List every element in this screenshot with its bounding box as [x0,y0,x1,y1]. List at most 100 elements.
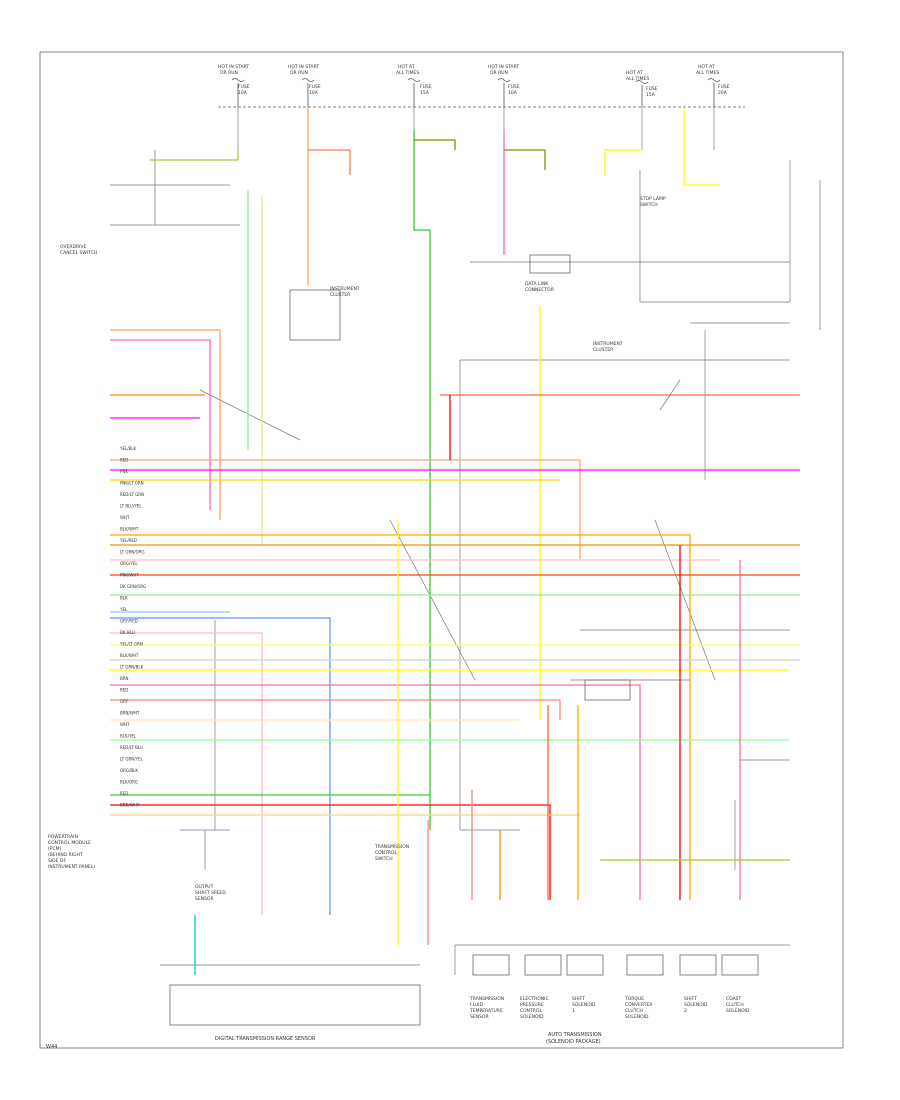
pcm-pin-label: PNK/WHT [120,573,139,578]
svg-text:10A: 10A [238,90,248,96]
svg-text:HOT AT: HOT AT [398,64,415,70]
solenoid-epc: ELECTRONIC PRESSURE CONTROL SOLENOID [520,996,549,1020]
svg-text:SIDE OF: SIDE OF [48,858,66,864]
pcm-pin-label: LT GRN/BLK [120,665,144,670]
pcm-pin-label: BRN/WHT [120,711,140,716]
solenoid-ss2: SHIFT SOLENOID 2 [684,996,708,1014]
pcm-pin-label: DK BLU [120,630,135,635]
svg-text:15A: 15A [646,92,656,98]
pcm-pin-label: DK GRN/ORG [120,584,146,589]
fuse-labels: HOT IN START OR RUN FUSE 10A HOT IN STAR… [218,64,730,98]
overdrive-switch-label: OVERDRIVE CANCEL SWITCH [60,244,97,256]
svg-text:CONTROL MODULE: CONTROL MODULE [48,840,91,846]
pcm-pin-label: WHT [120,515,130,520]
fuse-f1: HOT IN START OR RUN FUSE 10A [218,64,250,96]
svg-text:COAST: COAST [726,996,742,1002]
svg-text:POWERTRAIN: POWERTRAIN [48,834,78,840]
pcm-pin-label: RED/LT GRN [120,492,144,497]
svg-text:SWITCH: SWITCH [375,856,393,862]
pcm-pin-label: LT GRN/ORG [120,550,145,555]
pcm-pin-label: YEL [119,607,128,612]
fuse-f2: HOT IN START OR RUN FUSE 10A [288,64,321,96]
colored-wires [110,107,800,975]
svg-text:OR RUN: OR RUN [220,70,238,76]
svg-text:1: 1 [572,1008,575,1014]
svg-text:15A: 15A [420,90,430,96]
svg-text:SOLENOID: SOLENOID [572,1002,596,1008]
svg-text:OR RUN: OR RUN [490,70,508,76]
pcm-pin-label: LT BLU/YEL [120,504,142,509]
svg-text:OVERDRIVE: OVERDRIVE [60,244,87,250]
svg-text:HOT AT: HOT AT [698,64,715,70]
pcm-pin-label: YEL/LT GRN [119,642,143,647]
pcm-pin-label: WHT [120,722,130,727]
svg-text:FUSE: FUSE [420,84,432,90]
svg-text:10A: 10A [508,90,518,96]
svg-text:FLUID: FLUID [470,1002,483,1008]
svg-text:TEMPERATURE: TEMPERATURE [469,1008,503,1014]
svg-text:20A: 20A [718,90,728,96]
svg-text:CLUTCH: CLUTCH [726,1002,744,1008]
pcm-pin-label: ORG/YEL [120,561,138,566]
pcm-pin-label: BRN/WHT [120,803,140,808]
svg-text:ALL TIMES: ALL TIMES [396,70,419,76]
footer-code: W44 [46,1044,57,1050]
svg-text:ELECTRONIC: ELECTRONIC [520,996,549,1002]
svg-text:HOT AT: HOT AT [626,70,643,76]
pcm-pin-label: YEL/RED [119,538,137,543]
svg-text:INSTRUMENT: INSTRUMENT [593,341,623,347]
svg-text:CLUTCH: CLUTCH [625,1008,643,1014]
svg-text:SWITCH: SWITCH [640,202,658,208]
solenoid-ss1: SHIFT SOLENOID 1 [572,996,596,1014]
pcm-pin-label: PNK/LT GRN [120,481,144,486]
svg-text:CONNECTOR: CONNECTOR [525,287,554,293]
svg-text:INSTRUMENT: INSTRUMENT [330,286,360,292]
svg-text:SOLENOID: SOLENOID [726,1008,750,1014]
svg-text:HOT IN START: HOT IN START [288,64,319,70]
svg-text:FUSE: FUSE [238,84,250,90]
svg-text:SHIFT: SHIFT [684,996,697,1002]
pcm-pin-label: GRY/RED [120,619,138,624]
pcm-pin-label: BLK/YEL [120,734,137,739]
fuse-f3: HOT AT ALL TIMES FUSE 15A [396,64,432,96]
speed-sensor-label: OUTPUT SHAFT SPEED SENSOR [195,884,226,902]
svg-text:SENSOR: SENSOR [470,1014,489,1020]
pcm-label: POWERTRAIN CONTROL MODULE (PCM) (BEHIND … [48,834,95,870]
svg-text:OUTPUT: OUTPUT [195,884,214,890]
svg-text:CLUSTER: CLUSTER [593,347,613,353]
svg-text:SENSOR: SENSOR [195,896,214,902]
svg-text:SOLENOID: SOLENOID [625,1014,649,1020]
svg-text:STOP LAMP: STOP LAMP [640,196,666,202]
fuse-f5: HOT AT ALL TIMES FUSE 15A [626,70,658,98]
svg-text:OR RUN: OR RUN [290,70,308,76]
svg-text:FUSE: FUSE [309,84,321,90]
pcm-pin-label: BLK [120,596,128,601]
svg-text:ALL TIMES: ALL TIMES [626,76,649,82]
svg-text:HOT IN START: HOT IN START [218,64,249,70]
svg-text:10A: 10A [309,90,319,96]
svg-text:TRANSMISSION: TRANSMISSION [469,996,504,1002]
pcm-pin-label: RED [120,688,128,693]
solenoid-labels: TRANSMISSION FLUID TEMPERATURE SENSOR EL… [469,996,750,1020]
svg-text:(SOLENOID PACKAGE): (SOLENOID PACKAGE) [546,1039,601,1045]
svg-text:CONVERTER: CONVERTER [625,1002,653,1008]
diagram-border [39,51,844,1049]
pcm-pin-label: BLK/WHT [120,653,139,658]
svg-text:DATA LINK: DATA LINK [525,281,549,287]
svg-text:PRESSURE: PRESSURE [520,1002,544,1008]
svg-text:TRANSMISSION: TRANSMISSION [374,844,409,850]
svg-text:INSTRUMENT PANEL): INSTRUMENT PANEL) [48,864,95,870]
svg-text:CONTROL: CONTROL [375,850,397,856]
svg-text:CLUSTER: CLUSTER [330,292,350,298]
fuse-f6: HOT AT ALL TIMES FUSE 20A [696,64,730,96]
fuse-f4: HOT IN START OR RUN FUSE 10A [488,64,520,96]
svg-text:CONTROL: CONTROL [520,1008,542,1014]
pcm-pin-label: BLK/WHT [120,527,139,532]
svg-text:HOT IN START: HOT IN START [488,64,519,70]
pcm-pin-label: BRN [120,676,129,681]
transmission-range-caption: DIGITAL TRANSMISSION RANGE SENSOR [215,1036,316,1042]
pcm-pin-label: LT GRN/YEL [120,757,144,762]
svg-text:FUSE: FUSE [508,84,520,90]
pcm-pin-label: GRY [120,699,129,704]
